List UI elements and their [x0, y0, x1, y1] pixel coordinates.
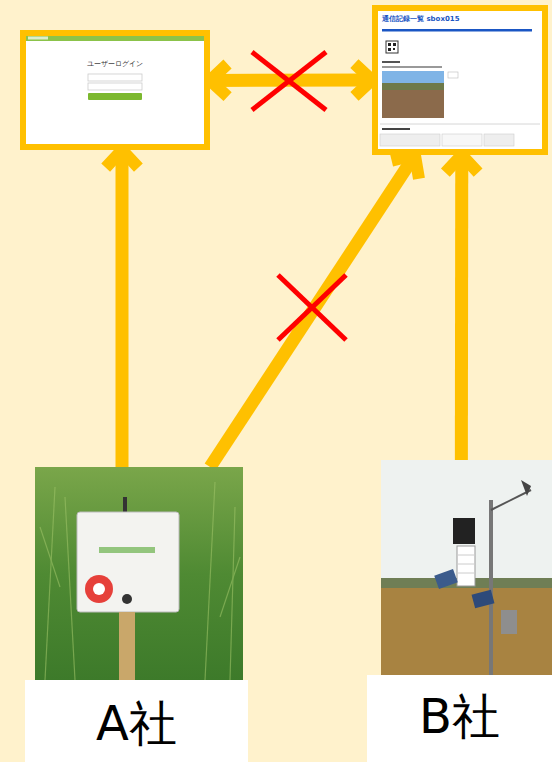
- arrow-shaft: [210, 74, 372, 87]
- company-label: B社: [367, 688, 552, 746]
- screen-text: 通信記録一覧 sbox015: [382, 15, 538, 23]
- login-screenshot: ユーザーログイン: [20, 30, 210, 150]
- arrow-shaft: [210, 155, 415, 467]
- records-screen: [378, 11, 542, 149]
- arrow-head: [445, 155, 478, 173]
- arrow-head: [354, 64, 372, 97]
- login-screen: [26, 36, 204, 144]
- flow-arrow: [445, 155, 478, 460]
- arrow-head: [106, 150, 139, 168]
- flow-arrow: [210, 64, 372, 97]
- device-panel: A社: [25, 467, 248, 762]
- flow-arrow: [106, 150, 139, 467]
- company-label: A社: [25, 695, 248, 753]
- weather-station-photo: [381, 460, 552, 675]
- records-screenshot: 通信記録一覧 sbox015: [372, 5, 548, 155]
- flow-arrow: [210, 155, 419, 467]
- arrow-shaft: [455, 155, 468, 460]
- arrow-head: [210, 64, 228, 97]
- cross-mark: [278, 275, 346, 340]
- cross-mark: [252, 52, 326, 110]
- device-panel: B社: [367, 460, 552, 762]
- field-device-photo: [35, 467, 243, 680]
- screen-text: ユーザーログイン: [26, 60, 204, 68]
- arrow-shaft: [116, 150, 129, 467]
- arrow-head: [392, 155, 419, 179]
